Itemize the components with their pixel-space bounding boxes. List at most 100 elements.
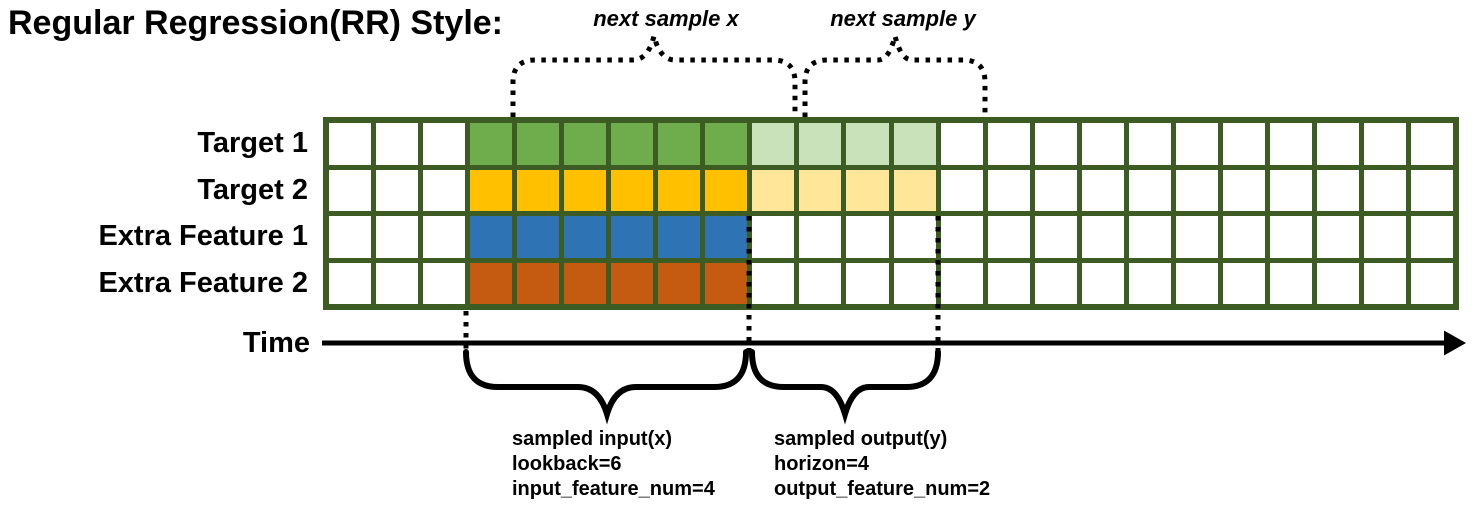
grid-cell — [940, 262, 983, 304]
output-feature-num: output_feature_num=2 — [774, 478, 991, 500]
grid-cell — [1175, 123, 1218, 165]
page-title: Regular Regression(RR) Style: — [8, 4, 503, 42]
grid-cell — [1081, 169, 1124, 211]
grid-cell — [1222, 262, 1265, 304]
grid-cell — [940, 169, 983, 211]
next-sample-y-brace — [802, 35, 988, 117]
grid-cell — [1316, 169, 1359, 211]
grid-cell — [376, 216, 419, 258]
grid-cell — [893, 169, 936, 211]
grid-cell — [987, 169, 1030, 211]
sampled-output-brace — [749, 349, 941, 425]
data-grid — [323, 117, 1459, 310]
grid-cell — [1175, 262, 1218, 304]
grid-cell — [1410, 216, 1453, 258]
row-label-extra-feature-2: Extra Feature 2 — [98, 267, 308, 300]
grid-cell — [799, 123, 842, 165]
grid-cell — [1081, 262, 1124, 304]
row-label-target-1: Target 1 — [197, 126, 308, 159]
grid-cell — [1034, 216, 1077, 258]
grid-cell — [376, 169, 419, 211]
grid-cell — [1363, 216, 1406, 258]
grid-cell — [1034, 123, 1077, 165]
grid-cell — [423, 169, 466, 211]
grid-cell — [752, 123, 795, 165]
grid-cell — [376, 123, 419, 165]
grid-cell — [1128, 123, 1171, 165]
grid-cell — [658, 262, 701, 304]
grid-cell — [1363, 169, 1406, 211]
grid-cell — [658, 123, 701, 165]
grid-cell — [1175, 169, 1218, 211]
grid-cell — [611, 262, 654, 304]
grid-cell — [1269, 262, 1312, 304]
grid-cell — [423, 262, 466, 304]
grid-cell — [1410, 169, 1453, 211]
grid-cell — [1034, 169, 1077, 211]
grid-cell — [1222, 169, 1265, 211]
grid-cell — [329, 216, 372, 258]
grid-cell — [1363, 123, 1406, 165]
grid-cell — [1081, 216, 1124, 258]
grid-cell — [517, 169, 560, 211]
grid-cell — [987, 123, 1030, 165]
lookback-value: lookback=6 — [512, 453, 622, 475]
grid-cell — [799, 262, 842, 304]
grid-cell — [611, 216, 654, 258]
grid-cell — [1128, 262, 1171, 304]
grid-cell — [517, 216, 560, 258]
grid-cell — [705, 123, 748, 165]
grid-cell — [705, 262, 748, 304]
grid-cell — [658, 169, 701, 211]
grid-cell — [1222, 123, 1265, 165]
next-sample-x-label: next sample x — [593, 6, 739, 31]
grid-cell — [470, 262, 513, 304]
grid-cell — [1316, 262, 1359, 304]
grid-cell — [1410, 262, 1453, 304]
grid-cell — [564, 123, 607, 165]
next-sample-x-brace — [510, 35, 798, 117]
grid-cell — [1269, 169, 1312, 211]
grid-cell — [564, 169, 607, 211]
grid-cell — [329, 169, 372, 211]
grid-cell — [846, 123, 889, 165]
sampled-input-annotation: sampled input(x) lookback=6 input_featur… — [512, 427, 715, 502]
grid-cell — [940, 216, 983, 258]
grid-cell — [329, 123, 372, 165]
grid-cell — [799, 169, 842, 211]
time-axis-label: Time — [242, 326, 310, 359]
row-label-extra-feature-1: Extra Feature 1 — [98, 220, 308, 253]
grid-cell — [752, 216, 795, 258]
grid-cell — [893, 262, 936, 304]
grid-cell — [987, 216, 1030, 258]
grid-cell — [1175, 216, 1218, 258]
grid-cell — [611, 169, 654, 211]
grid-cell — [705, 216, 748, 258]
next-sample-y-label: next sample y — [830, 6, 976, 31]
grid-cell — [329, 262, 372, 304]
horizon-value: horizon=4 — [774, 453, 870, 475]
grid-cell — [752, 262, 795, 304]
grid-cell — [752, 169, 795, 211]
grid-cell — [1128, 216, 1171, 258]
grid-cell — [564, 216, 607, 258]
grid-cell — [470, 123, 513, 165]
grid-cell — [1316, 216, 1359, 258]
row-labels: Target 1 Target 2 Extra Feature 1 Extra … — [0, 120, 308, 307]
grid-cell — [893, 216, 936, 258]
grid-cell — [1034, 262, 1077, 304]
grid-cell — [1222, 216, 1265, 258]
row-label-target-2: Target 2 — [197, 173, 308, 206]
grid-cell — [611, 123, 654, 165]
grid-cell — [470, 169, 513, 211]
input-feature-num: input_feature_num=4 — [512, 478, 715, 500]
grid-cell — [517, 123, 560, 165]
grid-cell — [423, 123, 466, 165]
grid-cell — [1081, 123, 1124, 165]
grid-cell — [799, 216, 842, 258]
sampled-input-brace — [463, 349, 749, 425]
grid-cell — [1128, 169, 1171, 211]
grid-cell — [658, 216, 701, 258]
